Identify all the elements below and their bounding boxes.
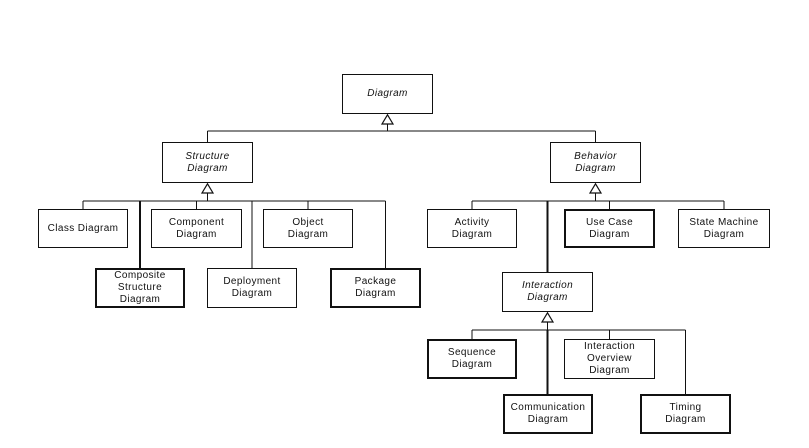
edges-diagram-children [207,124,596,142]
node-deployment-diagram: Deployment Diagram [207,268,297,308]
node-structure-diagram: Structure Diagram [162,142,253,183]
edges-structure-children [82,193,386,268]
node-communication-diagram: Communication Diagram [503,394,593,434]
edges-behavior-children [471,193,725,209]
node-component-diagram: Component Diagram [151,209,242,248]
node-diagram: Diagram [342,74,433,114]
node-timing-diagram: Timing Diagram [640,394,731,434]
node-use-case-diagram: Use Case Diagram [564,209,655,248]
node-interaction-overview-diagram: Interaction Overview Diagram [564,339,655,379]
node-activity-diagram: Activity Diagram [427,209,517,248]
node-behavior-diagram: Behavior Diagram [550,142,641,183]
node-sequence-diagram: Sequence Diagram [427,339,517,379]
generalization-arrow-behavior [588,182,603,194]
node-package-diagram: Package Diagram [330,268,421,308]
node-class-diagram: Class Diagram [38,209,128,248]
edges-interaction-children [471,322,686,394]
node-interaction-diagram: Interaction Diagram [502,272,593,312]
node-object-diagram: Object Diagram [263,209,353,248]
generalization-arrow-interaction [540,311,555,323]
node-composite-structure-diagram: Composite Structure Diagram [95,268,185,308]
generalization-arrow-diagram [380,113,395,125]
node-state-machine-diagram: State Machine Diagram [678,209,770,248]
generalization-arrow-structure [200,182,215,194]
